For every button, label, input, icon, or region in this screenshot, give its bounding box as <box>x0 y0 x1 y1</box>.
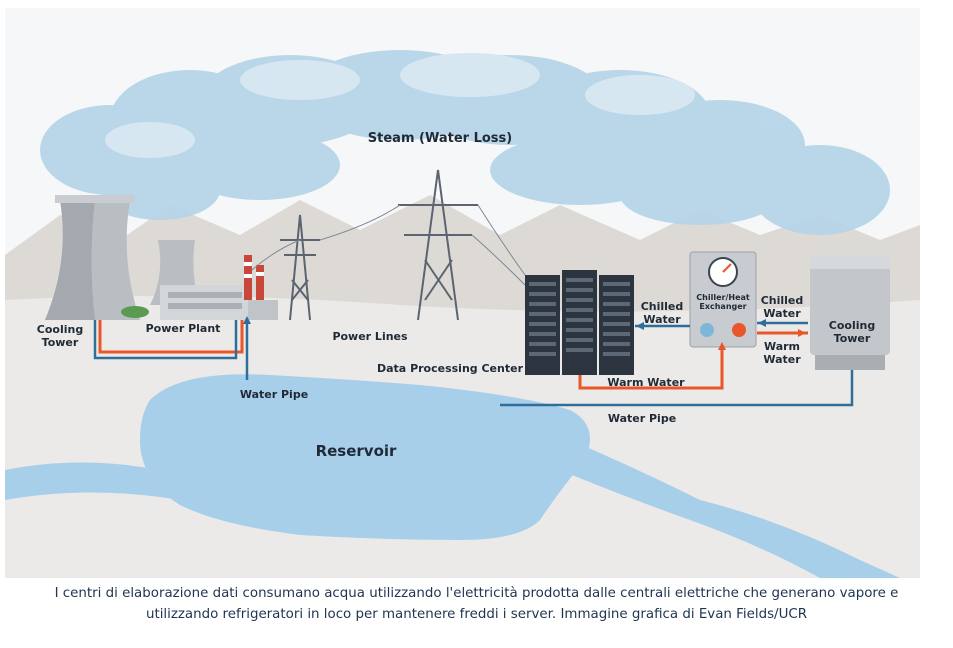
water-pipe-right-label: Water Pipe <box>608 412 676 425</box>
caption-line-2: utilizzando refrigeratori in loco per ma… <box>145 607 808 622</box>
reservoir-lake <box>140 374 590 540</box>
cooling-tower-right-label-2: Tower <box>834 332 871 345</box>
cooling-tower-left-label-2: Tower <box>42 336 79 349</box>
chilled-water-right-label-1: Chilled <box>761 294 804 307</box>
cooling-tower-right-icon <box>810 255 890 370</box>
warm-water-bottom-label: Warm Water <box>607 376 685 389</box>
cooling-tower-icon <box>45 195 140 320</box>
chilled-water-right-label-2: Water <box>763 307 801 320</box>
power-plant-icon <box>121 255 278 320</box>
warm-water-right-label-1: Warm <box>764 340 800 353</box>
river-left <box>5 462 180 500</box>
pipe-arrows-warm <box>718 329 806 350</box>
server-rack-icon <box>525 270 634 375</box>
warm-water-right-label-2: Water <box>763 353 801 366</box>
steam-highlights <box>105 53 695 158</box>
power-line-wires <box>251 204 526 286</box>
power-plant-label: Power Plant <box>146 322 221 335</box>
data-processing-center-label: Data Processing Center <box>377 362 524 375</box>
chilled-water-left-label-2: Water <box>643 313 681 326</box>
chilled-water-pipes <box>93 320 854 407</box>
power-lines-label: Power Lines <box>332 330 408 343</box>
cooling-tower-left-label-1: Cooling <box>37 323 83 336</box>
caption-line-1: I centri di elaborazione dati consumano … <box>54 586 899 601</box>
river-right <box>560 440 900 578</box>
chilled-water-left-label-1: Chilled <box>641 300 684 313</box>
pipe-arrows <box>243 316 766 330</box>
steam-label: Steam (Water Loss) <box>368 131 512 146</box>
chiller-label-2: Exchanger <box>699 302 746 311</box>
water-pipe-left-label: Water Pipe <box>240 388 308 401</box>
reservoir-label: Reservoir <box>316 442 397 460</box>
figure-caption: I centri di elaborazione dati consumano … <box>0 583 953 625</box>
chiller-label-1: Chiller/Heat <box>696 293 750 302</box>
cooling-tower-right-label-1: Cooling <box>829 319 875 332</box>
